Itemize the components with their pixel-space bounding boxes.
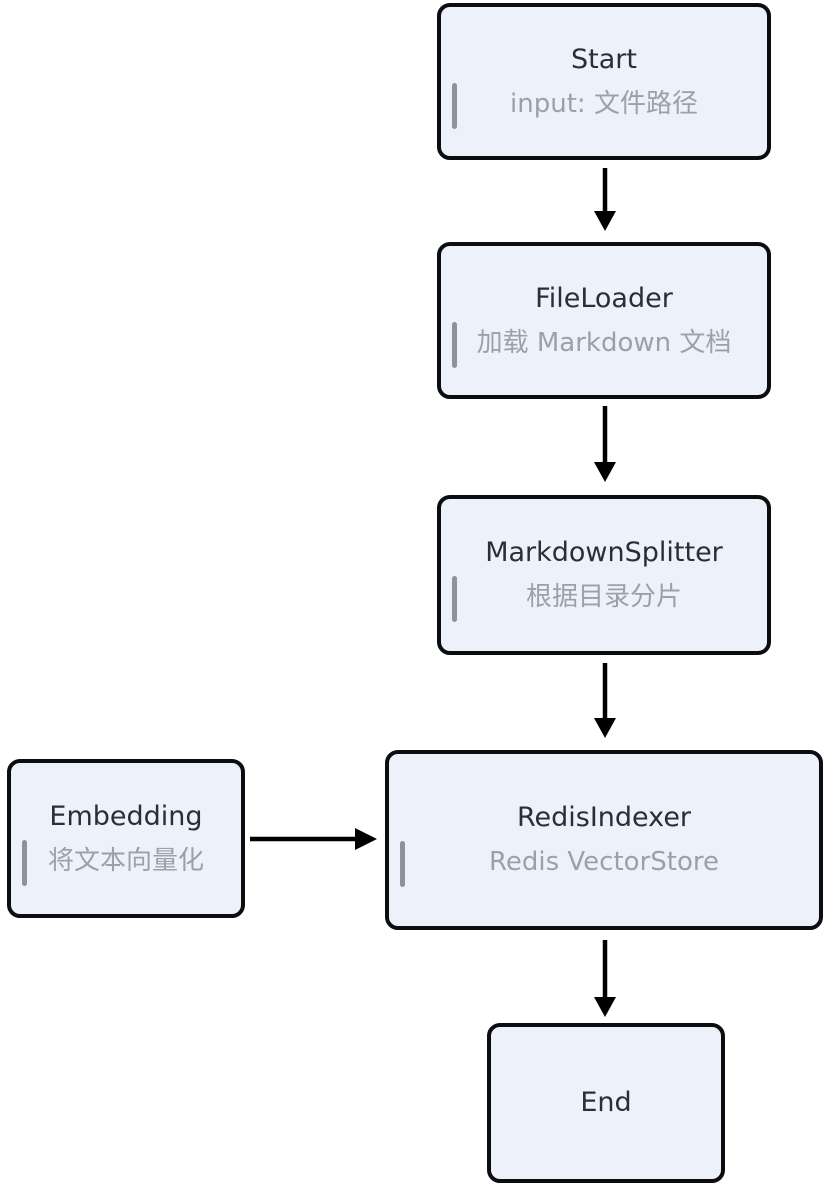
node-title: Embedding [49, 800, 203, 832]
node-title: MarkdownSplitter [485, 537, 723, 568]
arrow-embedding-to-redisindexer [250, 828, 377, 850]
node-fileloader: FileLoader 加载 Markdown 文档 [437, 242, 771, 399]
node-title: FileLoader [535, 282, 673, 314]
subtitle-accent-bar [452, 576, 457, 622]
subtitle-accent-bar [452, 321, 457, 368]
node-subtitle: input: 文件路径 [510, 88, 698, 119]
node-title: End [580, 1087, 632, 1118]
arrow-redisindexer-to-end [594, 940, 616, 1017]
subtitle-accent-bar [22, 839, 27, 886]
node-title: RedisIndexer [516, 802, 692, 833]
node-title: Start [571, 43, 637, 75]
subtitle-accent-bar [452, 82, 457, 129]
node-embedding: Embedding 将文本向量化 [7, 759, 245, 918]
node-markdownsplitter: MarkdownSplitter 根据目录分片 [437, 495, 771, 655]
node-subtitle: Redis VectorStore [488, 847, 719, 877]
subtitle-accent-bar [400, 841, 405, 887]
node-end: End [487, 1023, 725, 1183]
node-subtitle: 加载 Markdown 文档 [476, 327, 732, 358]
arrow-start-to-fileloader [594, 168, 616, 231]
arrow-markdownsplitter-to-redisindexer [594, 663, 616, 738]
node-redisindexer: RedisIndexer Redis VectorStore [385, 750, 823, 930]
node-subtitle: 将文本向量化 [47, 845, 204, 876]
node-start: Start input: 文件路径 [437, 3, 771, 160]
arrow-fileloader-to-markdownsplitter [594, 406, 616, 482]
node-subtitle: 根据目录分片 [525, 582, 682, 612]
